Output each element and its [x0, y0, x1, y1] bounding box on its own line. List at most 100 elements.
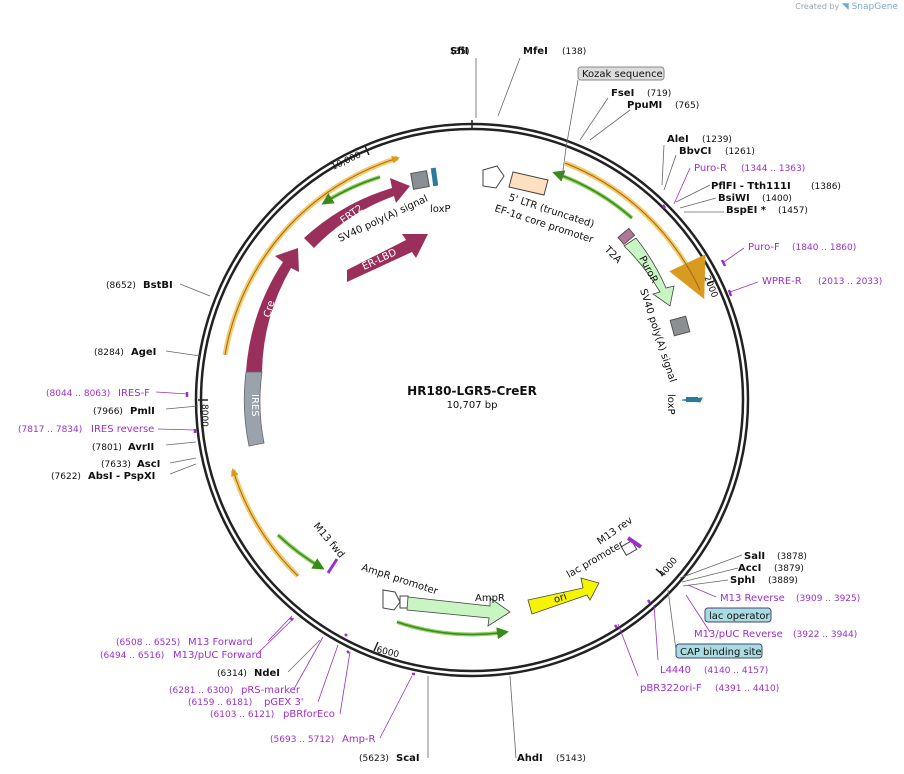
- primer-purof-pos: (1840 .. 1860): [792, 243, 856, 253]
- feature-ampr[interactable]: AmpR: [406, 593, 511, 627]
- svg-text:CAP binding site: CAP binding site: [680, 647, 762, 658]
- site-bspei-name[interactable]: BspEI *: [726, 205, 767, 216]
- primer-l4440-pos: (4140 .. 4157): [704, 666, 768, 676]
- site-sfii-name[interactable]: SfiI: [450, 46, 468, 57]
- site-fsei-name[interactable]: FseI: [611, 88, 634, 99]
- snapgene-logo-icon: ◥ SnapGene: [841, 2, 898, 12]
- site-bstbi-pos: (8652): [106, 281, 136, 291]
- feature-ires[interactable]: IRES: [243, 371, 265, 447]
- site-ndei-name[interactable]: NdeI: [254, 668, 280, 679]
- primer-leaders: [155, 167, 759, 739]
- site-ndei-pos: (6314): [217, 669, 247, 679]
- site-scai-name[interactable]: ScaI: [396, 753, 420, 764]
- primer-pbrforeco-pos: (6103 .. 6121): [210, 710, 274, 720]
- site-sali-name[interactable]: SalI: [744, 551, 765, 562]
- site-sfii-pos: (35): [451, 47, 469, 57]
- lac-operator-badge[interactable]: lac operator: [704, 607, 772, 623]
- ampr-promoter-label: AmpR promoter: [360, 562, 440, 597]
- primer-m13puc-f-name[interactable]: M13/pUC Forward: [173, 650, 262, 661]
- primer-m13puc-rev-name[interactable]: M13/pUC Reverse: [694, 629, 783, 640]
- site-agei-pos: (8284): [94, 348, 124, 358]
- site-ahdi-name[interactable]: AhdI: [517, 753, 543, 764]
- kozak-label: Kozak sequence: [582, 69, 663, 80]
- site-sphi-name[interactable]: SphI: [730, 575, 755, 586]
- site-asci-name[interactable]: AscI: [137, 459, 160, 470]
- sv40-right-label: SV40 poly(A) signal: [637, 288, 678, 384]
- primer-iresf-name[interactable]: IRES-F: [118, 388, 150, 399]
- primer-ampr-pos: (5693 .. 5712): [270, 735, 334, 745]
- feature-ltr[interactable]: 5' LTR (truncated) EF-1α core promoter: [482, 165, 595, 246]
- site-avrii-pos: (7801): [92, 443, 122, 453]
- site-bsiwi-name[interactable]: BsiWI: [718, 193, 750, 204]
- feature-sv40-right[interactable]: SV40 poly(A) signal: [637, 288, 691, 384]
- site-avrii-name[interactable]: AvrII: [128, 442, 154, 453]
- primer-m13puc-f-pos: (6494 .. 6516): [100, 651, 164, 661]
- primer-ampr-name[interactable]: Amp-R: [342, 734, 376, 745]
- primer-pgex3-name[interactable]: pGEX 3': [264, 697, 304, 708]
- site-asci-pos: (7633): [101, 460, 131, 470]
- site-acci-name[interactable]: AccI: [738, 563, 761, 574]
- primer-pbr322-name[interactable]: pBR322ori-F: [640, 683, 702, 694]
- plasmid-size: 10,707 bp: [447, 400, 498, 411]
- site-sali-pos: (3878): [777, 552, 807, 562]
- primer-wpre-name[interactable]: WPRE-R: [762, 276, 802, 287]
- primer-m13rev-name[interactable]: M13 Reverse: [720, 593, 785, 604]
- cre-label: Cre: [262, 299, 277, 318]
- feature-er-lbd[interactable]: ER-LBD: [347, 234, 428, 282]
- feature-loxp-right[interactable]: loxP: [665, 394, 703, 415]
- site-pflfi-pos: (1386): [811, 182, 841, 192]
- primer-m13f-name[interactable]: M13 Forward: [188, 637, 253, 648]
- site-bstbi-name[interactable]: BstBI: [143, 280, 173, 291]
- site-ppumi-name[interactable]: PpuMI: [627, 100, 662, 111]
- site-pmli-name[interactable]: PmlI: [130, 406, 155, 417]
- site-bsiwi-pos: (1400): [762, 194, 792, 204]
- ori-label: ori: [553, 591, 569, 605]
- site-alei-name[interactable]: AleI: [667, 134, 689, 145]
- primer-puror-name[interactable]: Puro-R: [694, 163, 727, 174]
- site-pflfi-name[interactable]: PflFI - Tth111I: [711, 181, 791, 192]
- primer-pgex3-pos: (6159 .. 6181): [188, 698, 252, 708]
- site-bbvci-name[interactable]: BbvCI: [679, 146, 711, 157]
- ires-label: IRES: [249, 394, 260, 417]
- feature-cre[interactable]: Cre: [246, 248, 299, 372]
- site-ahdi-pos: (5143): [556, 754, 586, 764]
- site-bbvci-pos: (1261): [725, 147, 755, 157]
- primer-purof-name[interactable]: Puro-F: [748, 242, 780, 253]
- site-sphi-pos: (3889): [768, 576, 798, 586]
- site-mfei-pos: (138): [562, 47, 586, 57]
- primer-pbrforeco-name[interactable]: pBRforEco: [283, 709, 335, 720]
- primer-prs-name[interactable]: pRS-marker: [241, 685, 301, 696]
- loxp-top-label: loxP: [430, 204, 451, 215]
- site-scai-pos: (5623): [359, 754, 389, 764]
- primer-iresrev-name[interactable]: IRES reverse: [91, 424, 154, 435]
- primer-marks: [185, 204, 733, 676]
- ampr-label: AmpR: [475, 593, 505, 604]
- plasmid-name: HR180-LGR5-CreER: [407, 384, 537, 398]
- m13-fwd-label: M13 fwd: [311, 521, 347, 561]
- site-absi-name[interactable]: AbsI - PspXI: [88, 471, 155, 482]
- svg-text:lac operator: lac operator: [709, 611, 770, 622]
- site-alei-pos: (1239): [702, 135, 732, 145]
- cap-binding-badge[interactable]: CAP binding site: [675, 643, 763, 659]
- site-leaders: [165, 57, 743, 759]
- site-bspei-pos: (1457): [778, 206, 808, 216]
- primer-pbr322-pos: (4391 .. 4410): [715, 684, 779, 694]
- tick-label-2000: 2000: [701, 274, 719, 299]
- orf-arcs: [222, 155, 706, 640]
- feature-ori[interactable]: ori: [527, 577, 600, 615]
- feature-loxp-top[interactable]: loxP: [430, 167, 451, 215]
- site-mfei-name[interactable]: MfeI: [523, 46, 548, 57]
- loxp-right-label: loxP: [665, 394, 676, 415]
- t2a-label: T2A: [601, 244, 623, 266]
- site-pmli-pos: (7966): [93, 407, 123, 417]
- site-agei-name[interactable]: AgeI: [131, 347, 156, 358]
- primer-m13puc-rev-pos: (3922 .. 3944): [793, 630, 857, 640]
- site-absi-pos: (7622): [51, 472, 81, 482]
- site-ppumi-pos: (765): [675, 101, 699, 111]
- primer-m13rev-pos: (3909 .. 3925): [796, 594, 860, 604]
- site-acci-pos: (3879): [774, 564, 804, 574]
- primer-l4440-name[interactable]: L4440: [660, 665, 691, 676]
- kozak-callout: Kozak sequence: [561, 66, 665, 179]
- tick-label-8000: 8000: [199, 404, 209, 427]
